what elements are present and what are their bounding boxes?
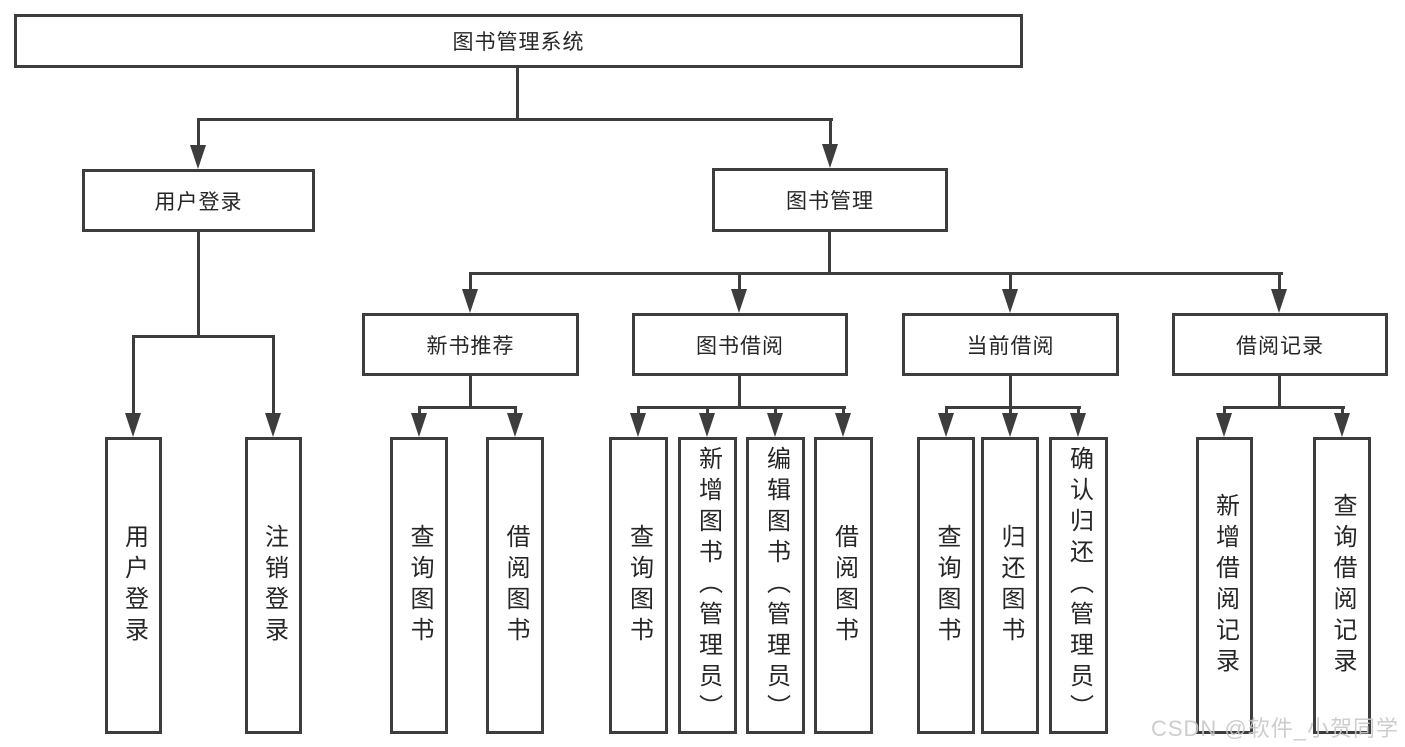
line [132, 335, 135, 415]
node-new-book-recommendation: 新书推荐 [362, 313, 579, 376]
line [1278, 272, 1281, 292]
line [418, 406, 517, 409]
line [469, 272, 1283, 275]
arrow-down-icon [1271, 289, 1287, 313]
arrow-down-icon [411, 413, 427, 437]
line [842, 406, 845, 416]
leaf-query-books-current: 查询图书 [917, 437, 975, 734]
line [197, 118, 833, 121]
line [197, 118, 200, 150]
node-book-borrowing: 图书借阅 [632, 313, 848, 376]
line [272, 335, 275, 415]
line [514, 406, 517, 416]
line [829, 118, 832, 150]
line [637, 406, 846, 409]
line [516, 68, 519, 120]
line [1009, 406, 1012, 416]
line [706, 406, 709, 416]
arrow-down-icon [767, 413, 783, 437]
node-borrowing-records: 借阅记录 [1172, 313, 1388, 376]
leaf-logout: 注销登录 [245, 437, 302, 734]
arrow-down-icon [125, 413, 141, 437]
line [945, 406, 1081, 409]
line [197, 232, 200, 338]
arrow-down-icon [1334, 413, 1350, 437]
arrow-down-icon [190, 145, 206, 169]
leaf-return-book: 归还图书 [981, 437, 1039, 734]
arrow-down-icon [1216, 413, 1232, 437]
line [418, 406, 421, 416]
arrow-down-icon [835, 413, 851, 437]
line [469, 376, 472, 409]
line [1341, 406, 1344, 416]
leaf-borrow-books-borrowing: 借阅图书 [814, 437, 873, 734]
node-current-borrowing: 当前借阅 [902, 313, 1119, 376]
arrow-down-icon [731, 289, 747, 313]
arrow-down-icon [699, 413, 715, 437]
leaf-confirm-return-admin: 确认归还（管理员） [1049, 437, 1108, 734]
line [1223, 406, 1345, 409]
leaf-borrow-books-recommendation: 借阅图书 [486, 437, 544, 734]
line [738, 272, 741, 292]
arrow-down-icon [822, 144, 838, 168]
arrow-down-icon [265, 413, 281, 437]
arrow-down-icon [507, 413, 523, 437]
csdn-watermark: CSDN @软件_小贺同学 [1150, 716, 1399, 741]
node-user-login: 用户登录 [82, 169, 315, 232]
arrow-down-icon [1070, 413, 1086, 437]
line [945, 406, 948, 416]
line [132, 335, 275, 338]
line [774, 406, 777, 416]
line [469, 272, 472, 292]
arrow-down-icon [1002, 413, 1018, 437]
leaf-edit-book-admin: 编辑图书（管理员） [746, 437, 805, 734]
leaf-query-books-borrowing: 查询图书 [609, 437, 668, 734]
arrow-down-icon [1002, 289, 1018, 313]
line [637, 406, 640, 416]
arrow-down-icon [938, 413, 954, 437]
node-book-management: 图书管理 [712, 168, 948, 232]
line [1009, 272, 1012, 292]
arrow-down-icon [462, 289, 478, 313]
arrow-down-icon [630, 413, 646, 437]
leaf-query-borrow-record: 查询借阅记录 [1313, 437, 1371, 734]
node-library-management-system: 图书管理系统 [14, 14, 1023, 68]
line [1278, 376, 1281, 409]
leaf-user-login: 用户登录 [105, 437, 162, 734]
leaf-add-borrow-record: 新增借阅记录 [1196, 437, 1253, 734]
leaf-query-books-recommendation: 查询图书 [390, 437, 448, 734]
line [828, 232, 831, 275]
line [1009, 376, 1012, 409]
line [1223, 406, 1226, 416]
line [738, 376, 741, 409]
line [1077, 406, 1080, 416]
leaf-add-book-admin: 新增图书（管理员） [678, 437, 737, 734]
